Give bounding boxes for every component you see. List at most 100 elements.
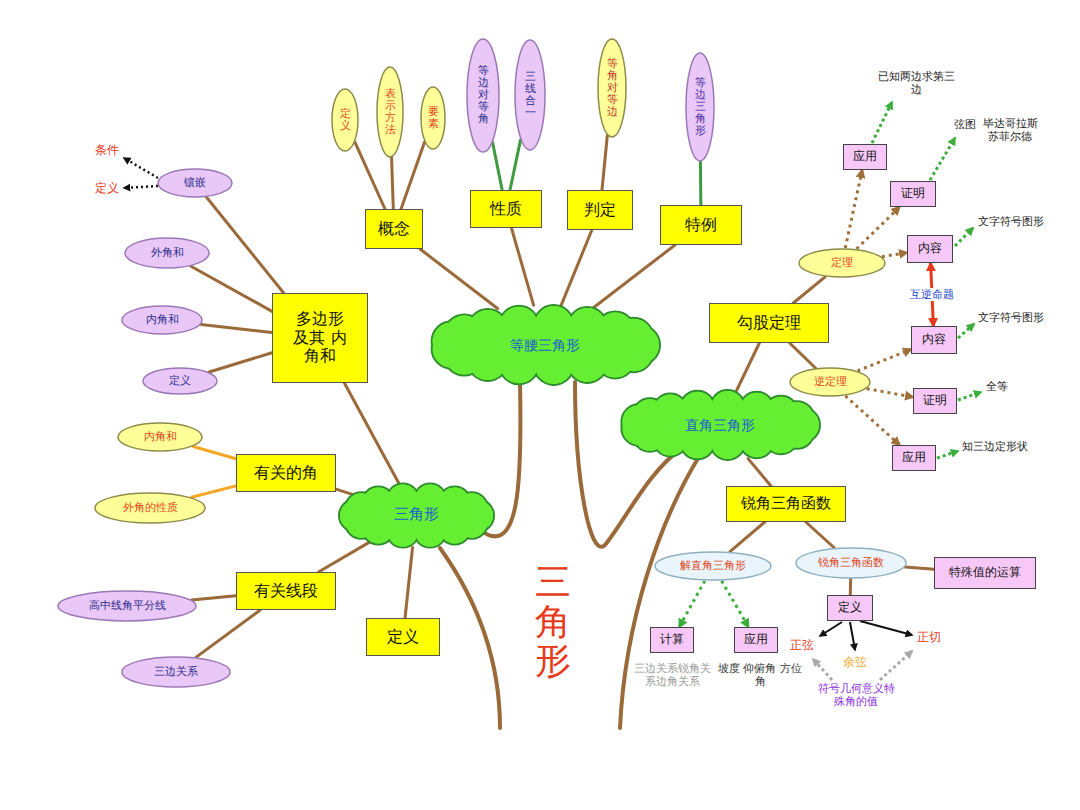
node-text: 外角的性质	[123, 502, 178, 515]
cloud-fill	[355, 499, 478, 532]
pointer-arrow	[872, 102, 981, 458]
ellipse-outline	[467, 39, 499, 152]
branch-line	[849, 579, 852, 595]
note-label: 定义	[95, 181, 119, 195]
ellipse-outline	[799, 249, 885, 277]
node-text: 定义	[169, 375, 191, 388]
topic-box: 性质	[470, 190, 542, 228]
note-label-box: 符号几何意义特殊角的值	[816, 682, 896, 708]
node-text: 解直角三角形	[680, 560, 746, 573]
pointer-arrow	[813, 659, 832, 680]
pointer-arrow	[124, 158, 158, 188]
topic-box: 勾股定理	[709, 303, 829, 343]
pointer-arrow	[955, 228, 973, 246]
pointer-arrow	[930, 138, 955, 180]
node-text: 三边关系	[154, 666, 198, 679]
ellipse-outline	[122, 657, 230, 687]
topic-ellipse: 镶嵌	[157, 168, 233, 198]
note-label: 文字符号图形	[978, 311, 1044, 324]
ellipse-outline	[515, 40, 545, 150]
topic-cloud: 等腰三角形	[430, 305, 660, 385]
node-text: 内容	[918, 242, 942, 256]
topic-box: 特殊值的运算	[934, 557, 1036, 589]
note-label: 弦图	[954, 118, 976, 131]
note-label-box: 余弦	[843, 655, 867, 669]
node-text: 内容	[922, 333, 946, 347]
node-text: 等边对等角	[478, 65, 489, 125]
branch-line	[882, 253, 907, 257]
topic-ellipse: 内角和	[121, 305, 203, 335]
cloud-fill	[638, 408, 803, 443]
note-label: 余弦	[843, 655, 867, 669]
branch-line	[806, 522, 834, 548]
note-label-box: 全等	[986, 380, 1008, 393]
topic-ellipse: 外角的性质	[94, 492, 206, 524]
topic-box: 证明	[890, 181, 936, 207]
pointer-arrow	[860, 621, 912, 635]
node-text: 内角和	[146, 314, 179, 327]
note-label-box: 毕达哥拉斯苏菲尔德	[980, 117, 1040, 143]
topic-box: 定义	[827, 595, 873, 621]
note-label-box: 已知两边求第三边	[876, 70, 956, 96]
topic-box: 有关的角	[236, 454, 336, 492]
branch-line	[845, 170, 862, 248]
branch-line	[511, 228, 533, 305]
topic-ellipse: 定义	[331, 88, 359, 152]
branch-line	[405, 547, 413, 618]
pointer-arrow	[813, 651, 912, 680]
topic-box: 证明	[913, 388, 957, 414]
topic-ellipse: 等角对等边	[597, 38, 627, 138]
node-text: 定义	[387, 628, 419, 646]
topic-cloud: 三角形	[339, 483, 494, 548]
node-text: 应用	[902, 451, 926, 465]
ellipse-outline	[58, 591, 196, 621]
pointer-arrow	[958, 324, 974, 338]
node-text: 定义	[838, 601, 862, 615]
branch-line	[867, 389, 913, 397]
topic-ellipse: 内角和	[117, 422, 203, 452]
node-text: 有关的角	[254, 464, 318, 482]
topic-box: 有关线段	[236, 572, 336, 610]
topic-box: 定义	[366, 618, 440, 656]
branch-line	[737, 343, 760, 390]
note-label: 正弦	[790, 638, 814, 652]
node-text: 高中线角平分线	[89, 600, 166, 613]
topic-ellipse: 等边对等角	[466, 38, 500, 153]
note-label: 正切	[917, 630, 941, 644]
pointer-arrow	[820, 621, 912, 650]
note-label-box: 坡度 仰俯角 方位角	[718, 662, 802, 688]
topic-box: 内容	[911, 326, 957, 354]
ellipse-outline	[686, 53, 714, 161]
node-text: 特殊值的运算	[949, 566, 1021, 580]
topic-ellipse: 表示方法	[376, 66, 404, 158]
note-label: 毕达哥拉斯苏菲尔德	[980, 117, 1040, 143]
branch-line	[401, 142, 424, 209]
note-label: 三角形	[535, 562, 571, 681]
node-text: 锐角三角函数	[818, 557, 884, 570]
topic-box: 应用	[892, 445, 936, 471]
note-label: 符号几何意义特殊角的值	[816, 682, 896, 708]
note-label: 知三边定形状	[962, 440, 1028, 453]
branch-line	[699, 162, 702, 205]
branch-line	[192, 486, 236, 497]
note-label-box: 文字符号图形	[978, 311, 1044, 324]
ellipse-outline	[332, 89, 358, 151]
pointer-arrow	[937, 451, 958, 458]
branch-line	[355, 142, 385, 209]
ellipse-outline	[122, 306, 202, 334]
node-text: 定理	[831, 257, 853, 270]
branch-line	[679, 581, 705, 627]
pointer-arrow	[850, 622, 855, 650]
topic-box: 应用	[843, 144, 887, 170]
pointer-arrow	[958, 392, 981, 400]
ellipse-outline	[158, 169, 232, 197]
note-label-box: 定义	[95, 181, 119, 195]
branch-line	[196, 610, 260, 657]
note-label-box: 正切	[917, 630, 941, 644]
node-text: 计算	[660, 633, 684, 647]
branch-line	[493, 142, 503, 190]
node-text: 特例	[685, 216, 717, 234]
node-text: 等角对等边	[607, 58, 618, 118]
branch-line	[344, 383, 398, 483]
note-label: 文字符号图形	[978, 215, 1044, 228]
